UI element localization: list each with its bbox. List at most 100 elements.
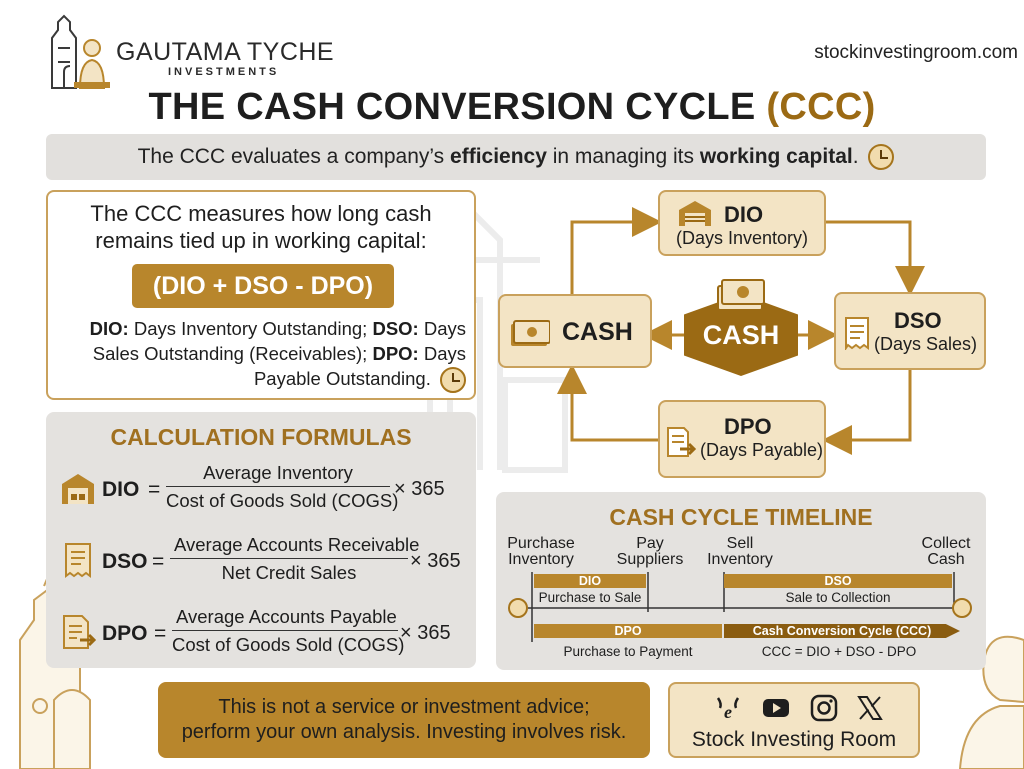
center-cash-label: CASH: [702, 320, 780, 350]
definition-heading-line2: remains tied up in working capital:: [95, 228, 427, 253]
formula-multiplier: × 365: [410, 550, 461, 572]
cash-cycle-timeline-panel: CASH CYCLE TIMELINE Purchase Inventory P…: [496, 492, 986, 670]
receipt-icon: [845, 317, 869, 350]
social-links-box: e Stock Investing Room: [668, 682, 920, 758]
warehouse-icon: [62, 474, 94, 504]
svg-text:e: e: [724, 702, 732, 722]
banner-bold-working-capital: working capital: [699, 145, 853, 168]
gautama-tyche-logo: [51, 14, 110, 89]
formula-equals: =: [152, 550, 165, 573]
formula-denominator: Cost of Goods Sold (COGS): [172, 634, 405, 655]
banner-bold-efficiency: efficiency: [450, 145, 547, 168]
disclaimer-line2: perform your own analysis. Investing inv…: [181, 721, 627, 743]
label-line: Inventory: [508, 551, 574, 568]
node-cash-label: CASH: [562, 318, 633, 346]
etoro-icon[interactable]: e: [714, 694, 742, 722]
def-dpo-abbr: DPO:: [372, 343, 419, 364]
clock-icon: [440, 367, 466, 394]
document-out-icon: [667, 427, 696, 457]
label-line: Collect: [921, 535, 971, 552]
bar-dso-sub: Sale to Collection: [785, 590, 891, 605]
formula-row-dio: DIO = Average Inventory Cost of Goods So…: [60, 462, 470, 518]
node-dpo-sub: (Days Payable): [700, 440, 824, 460]
banner-text-post: .: [852, 145, 859, 168]
formula-denominator: Net Credit Sales: [221, 562, 357, 583]
formula-numerator: Average Accounts Payable: [172, 606, 398, 631]
cycle-arrows: [557, 207, 925, 455]
def-dio-text: Days Inventory Outstanding;: [128, 318, 373, 339]
timeline-label-pay: Pay Suppliers: [612, 536, 688, 568]
abbreviation-definitions: DIO: Days Inventory Outstanding; DSO: Da…: [56, 316, 466, 394]
formula-multiplier: × 365: [400, 622, 451, 644]
formula-fraction-dso: Average Accounts Receivable Net Credit S…: [170, 534, 419, 584]
formula-numerator: Average Inventory: [166, 462, 390, 487]
instagram-icon[interactable]: [810, 694, 838, 722]
document-out-icon: [63, 615, 96, 649]
def-dpo-text: Days Payable Outstanding.: [253, 343, 466, 389]
def-dio-abbr: DIO:: [89, 318, 129, 339]
formula-name-dio: DIO: [102, 478, 140, 501]
cycle-node-cash: CASH: [498, 294, 652, 368]
formula-fraction-dpo: Average Accounts Payable Cost of Goods S…: [172, 606, 405, 656]
summary-banner: The CCC evaluates a company’s efficiency…: [46, 134, 986, 180]
definition-heading: The CCC measures how long cash remains t…: [48, 200, 474, 254]
formula-name-dpo: DPO: [102, 622, 148, 645]
timeline-label-collect: Collect Cash: [914, 536, 978, 568]
bar-ccc: Cash Conversion Cycle (CCC): [724, 624, 960, 638]
brand-subtitle: INVESTMENTS: [168, 66, 280, 78]
node-dpo-name: DPO: [724, 414, 772, 439]
calc-heading: CALCULATION FORMULAS: [110, 424, 412, 450]
title-main: THE CASH CONVERSION CYCLE: [148, 86, 756, 128]
money-stack-icon: [717, 279, 765, 311]
formula-numerator: Average Accounts Receivable: [170, 534, 419, 559]
banner-text-pre: The CCC evaluates a company’s: [137, 145, 451, 168]
clock-icon: [868, 144, 895, 171]
timeline-start-clock-icon: [508, 598, 528, 618]
timeline-label-purchase: Purchase Inventory: [506, 536, 576, 568]
timeline-heading: CASH CYCLE TIMELINE: [609, 504, 873, 530]
label-line: Purchase: [507, 535, 575, 552]
formula-multiplier: × 365: [394, 478, 445, 500]
x-icon[interactable]: [856, 694, 884, 722]
cycle-node-dpo: DPO (Days Payable): [658, 400, 826, 478]
bar-dso: DSO: [724, 574, 952, 588]
node-dio-sub: (Days Inventory): [675, 228, 809, 248]
youtube-icon[interactable]: [762, 694, 790, 722]
formula-fraction-dio: Average Inventory Cost of Goods Sold (CO…: [166, 462, 399, 512]
receipt-icon: [65, 543, 91, 578]
social-brand-name: Stock Investing Room: [691, 728, 897, 751]
bar-dio-sub: Purchase to Sale: [538, 590, 642, 605]
formula-denominator: Cost of Goods Sold (COGS): [166, 490, 399, 511]
formula-row-dso: DSO = Average Accounts Receivable Net Cr…: [60, 534, 470, 590]
formula-equals: =: [148, 478, 161, 501]
ccc-definition-card: The CCC measures how long cash remains t…: [46, 190, 476, 400]
formula-equals: =: [154, 622, 167, 645]
def-dso-abbr: DSO:: [372, 318, 419, 339]
timeline-end-clock-icon: [952, 598, 972, 618]
timeline-label-sell: Sell Inventory: [702, 536, 778, 568]
def-dso-text: Days Sales Outstanding (Receivables);: [92, 318, 466, 364]
label-line: Cash: [927, 551, 965, 568]
money-icon: [511, 320, 550, 346]
page-title: THE CASH CONVERSION CYCLE (CCC): [0, 86, 1024, 129]
calculation-formulas-panel: CALCULATION FORMULAS DIO = Average Inven…: [46, 412, 476, 668]
ccc-formula-pill: (DIO + DSO - DPO): [132, 264, 394, 308]
disclaimer-line1: This is not a service or investment advi…: [218, 696, 590, 718]
node-dso-name: DSO: [894, 308, 942, 333]
brand-name: GAUTAMA TYCHE: [116, 38, 335, 66]
label-line: Pay: [636, 535, 664, 552]
node-dio-name: DIO: [724, 202, 764, 227]
bar-ccc-sub: CCC = DIO + DSO - DPO: [761, 644, 917, 659]
bar-dio: DIO: [534, 574, 646, 588]
formula-row-dpo: DPO = Average Accounts Payable Cost of G…: [60, 606, 470, 662]
bar-dpo-sub: Purchase to Payment: [563, 644, 693, 659]
label-line: Sell: [726, 535, 754, 552]
formula-name-dso: DSO: [102, 550, 148, 573]
banner-text-mid: in managing its: [546, 145, 700, 168]
cycle-node-dso: DSO (Days Sales): [834, 292, 986, 370]
label-line: Suppliers: [616, 551, 684, 568]
node-dso-sub: (Days Sales): [874, 334, 978, 354]
title-accent: (CCC): [766, 86, 876, 128]
disclaimer-box: This is not a service or investment advi…: [158, 682, 650, 758]
site-url[interactable]: stockinvestingroom.com: [814, 42, 1018, 63]
